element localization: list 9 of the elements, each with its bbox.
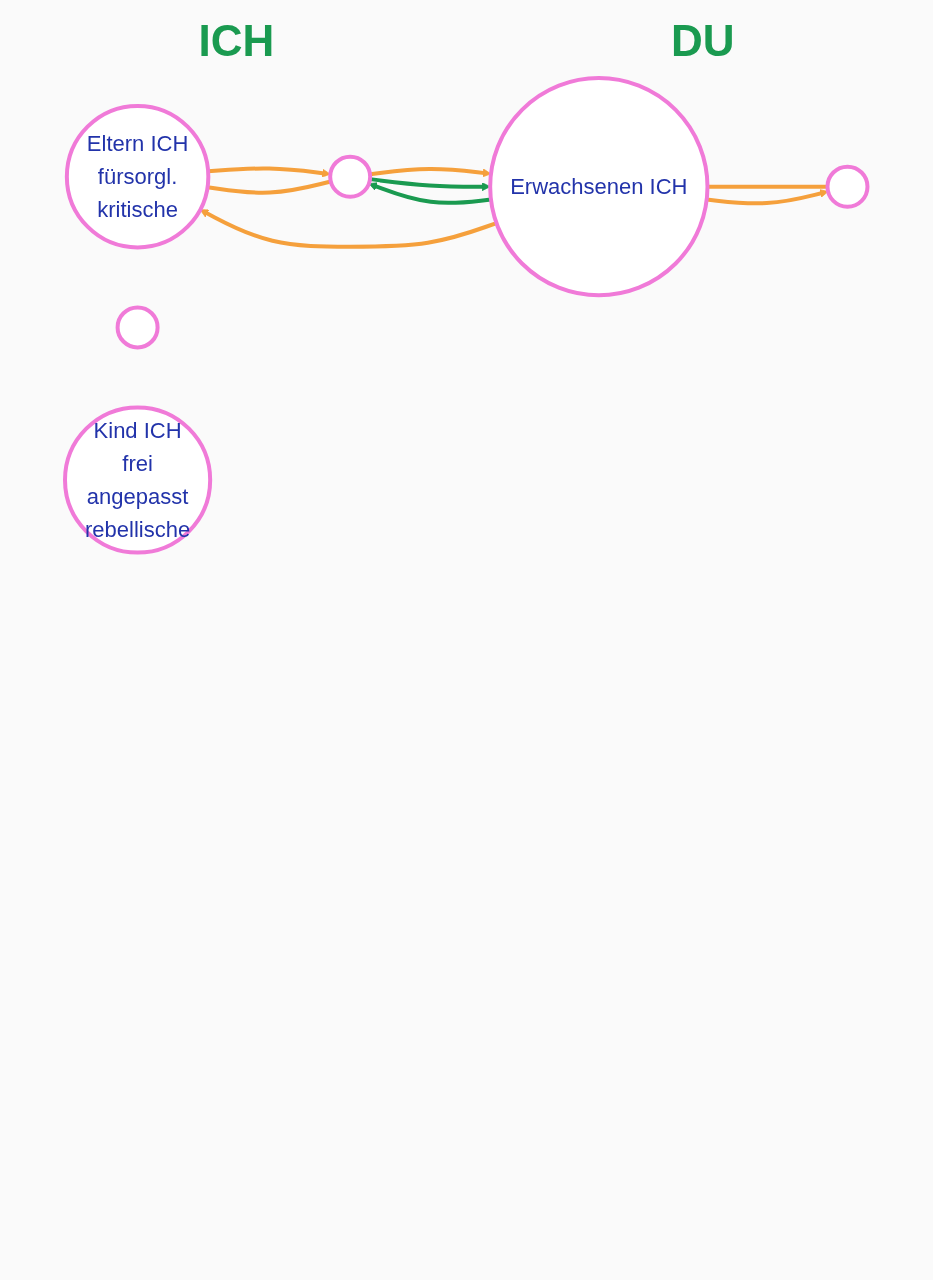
column-heading: ICH (198, 16, 275, 66)
column-heading: DU (671, 16, 735, 66)
node-circle: Erwachsenen ICH (488, 76, 710, 298)
node-circle (115, 305, 160, 350)
node-circle (328, 154, 373, 199)
node-circle (825, 164, 870, 209)
arrow (368, 182, 492, 205)
node-circle: Eltern ICH fürsorgl. kritische (65, 103, 211, 250)
node-circle: Kind ICH frei angepasst rebellische (63, 405, 213, 555)
